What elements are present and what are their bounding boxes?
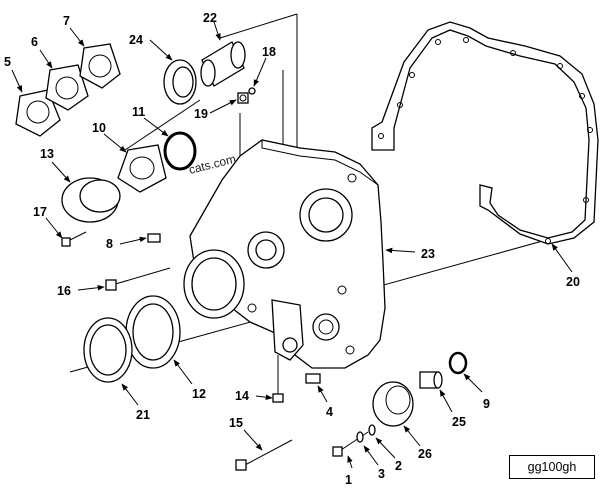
callout-4: 4 — [326, 405, 333, 419]
callout-8: 8 — [106, 237, 113, 251]
callout-7: 7 — [63, 14, 70, 28]
o-ring-part-11 — [163, 131, 197, 171]
callout-19: 19 — [194, 107, 208, 121]
figure-reference-code: gg100gh — [509, 455, 595, 479]
callout-18: 18 — [262, 45, 276, 59]
gasket-part-6 — [45, 64, 89, 111]
callout-23: 23 — [421, 247, 435, 261]
crank-seal-housing — [183, 249, 245, 319]
gasket-part-5 — [15, 89, 61, 137]
dowel-part-8 — [147, 233, 161, 243]
callout-2: 2 — [395, 459, 402, 473]
callout-22: 22 — [203, 11, 217, 25]
sleeve-part-22 — [200, 41, 246, 87]
callout-11: 11 — [132, 105, 145, 119]
callout-16: 16 — [57, 284, 71, 298]
seal-ring-part-12 — [125, 295, 181, 369]
callout-3: 3 — [378, 467, 385, 481]
gasket-part-10 — [117, 144, 167, 193]
o-ring-part-9 — [448, 351, 468, 375]
bolt-part-14 — [272, 355, 284, 403]
gasket-part-7 — [79, 43, 121, 89]
callout-25: 25 — [452, 415, 466, 429]
bolt-part-15 — [235, 439, 293, 471]
callout-6: 6 — [31, 35, 38, 49]
callout-12: 12 — [192, 387, 206, 401]
callout-leaders — [11, 21, 573, 469]
cover-plate-part-13 — [61, 177, 121, 223]
plug-part-19 — [237, 92, 249, 104]
callout-26: 26 — [418, 447, 432, 461]
pin-part-4 — [305, 373, 321, 384]
bushing-part-25 — [419, 371, 443, 389]
callout-13: 13 — [40, 147, 54, 161]
callout-5: 5 — [4, 55, 11, 69]
bolt-part-17 — [61, 231, 87, 247]
callout-14: 14 — [235, 389, 249, 403]
callout-24: 24 — [129, 33, 143, 47]
gasket-part-20 — [371, 21, 599, 245]
callout-10: 10 — [92, 121, 106, 135]
bolt-parts-1-2-3 — [332, 424, 376, 457]
washer-part-18 — [248, 87, 256, 95]
callout-17: 17 — [33, 205, 47, 219]
bolt-part-16 — [105, 267, 171, 291]
callout-21: 21 — [136, 408, 150, 422]
callout-20: 20 — [566, 275, 580, 289]
callout-numbers: 1 2 3 4 5 6 7 8 9 10 11 12 13 14 15 16 1… — [4, 11, 580, 487]
callout-15: 15 — [229, 416, 243, 430]
oil-seal-part-24 — [163, 59, 197, 105]
callout-1: 1 — [345, 473, 352, 487]
cover-part-26 — [372, 381, 414, 427]
seal-ring-part-21 — [83, 317, 133, 383]
callout-9: 9 — [483, 397, 490, 411]
front-cover-part-23 — [189, 139, 386, 369]
